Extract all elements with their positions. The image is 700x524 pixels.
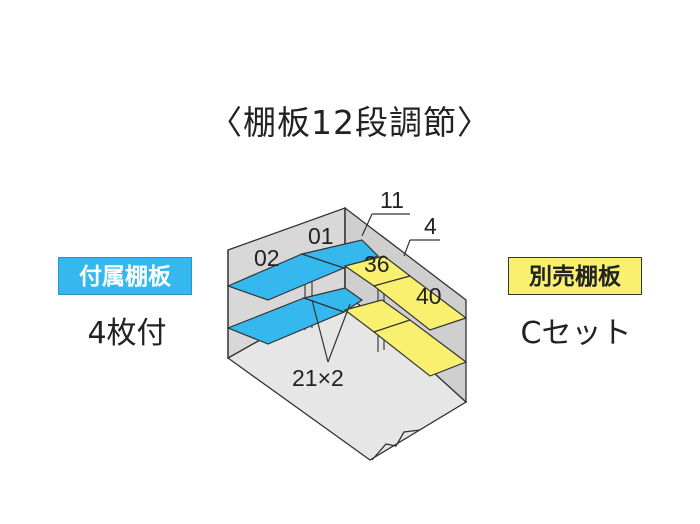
blue-shelf-upper-right xyxy=(299,239,380,269)
label-01: 01 xyxy=(308,223,334,249)
optional-shelves-set: Cセット xyxy=(520,316,632,351)
yellow-shelf-lower-right xyxy=(372,319,468,377)
label-4: 4 xyxy=(424,213,437,239)
label-21x2: 21×2 xyxy=(292,365,344,391)
diagram-title: 〈棚板12段調節〉 xyxy=(209,103,491,142)
label-40: 40 xyxy=(416,283,442,309)
included-shelves-count: 4枚付 xyxy=(87,316,167,351)
label-11: 11 xyxy=(380,187,404,213)
included-shelves-badge: 付属棚板 xyxy=(58,257,192,295)
label-02: 02 xyxy=(254,245,280,271)
label-36: 36 xyxy=(364,251,390,277)
optional-shelves-badge: 別売棚板 xyxy=(508,257,642,295)
yellow-shelf-upper-right xyxy=(372,275,468,331)
blue-shelf-lower-right xyxy=(301,287,364,313)
